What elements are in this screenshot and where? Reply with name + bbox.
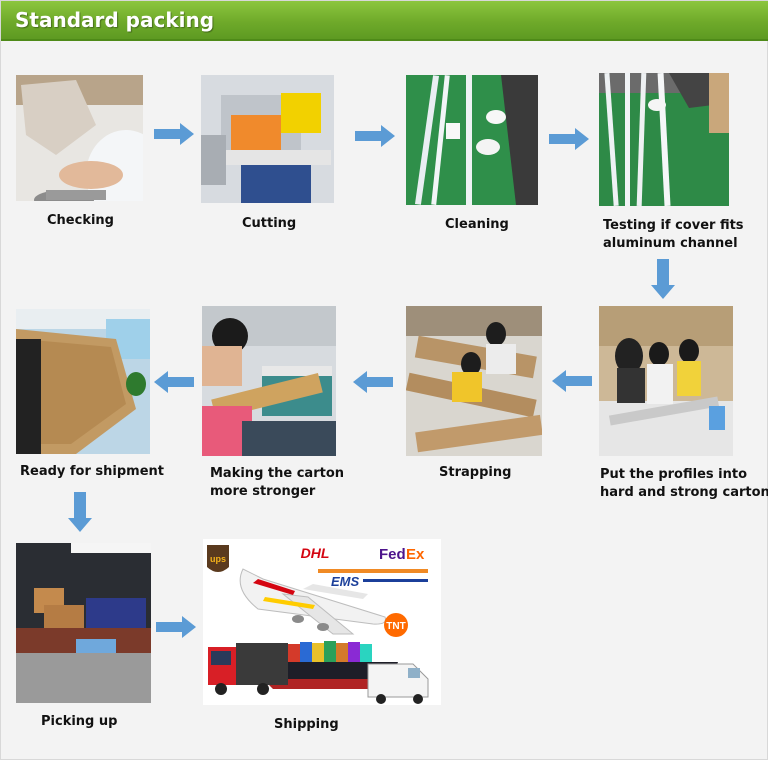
photo-picking [16, 543, 151, 703]
arrow-icon [68, 492, 92, 532]
page-title: Standard packing [15, 8, 215, 32]
tnt-logo: TNT [386, 621, 405, 632]
caption-cleaning: Cleaning [445, 217, 509, 232]
caption-ready: Ready for shipment [20, 464, 165, 479]
caption-profiles-1: Put the profiles into [600, 467, 748, 482]
caption-testing-1: Testing if cover fits [603, 218, 744, 233]
photo-checking [16, 75, 143, 201]
caption-checking: Checking [47, 213, 114, 228]
caption-carton-1: Making the carton [210, 466, 344, 481]
arrow-icon [154, 123, 194, 145]
photo-testing [599, 73, 729, 206]
header-bar: Standard packing [1, 1, 768, 41]
photo-cutting [201, 75, 334, 203]
photo-cleaning [406, 75, 538, 205]
photo-ready [16, 309, 150, 454]
arrow-icon [549, 128, 589, 150]
photo-shipping: ups DHL Fed Ex EMS TNT [203, 539, 441, 705]
caption-picking: Picking up [41, 714, 118, 729]
arrow-icon [552, 370, 592, 392]
arrow-icon [651, 259, 675, 299]
arrow-icon [154, 371, 194, 393]
arrow-icon [156, 616, 196, 638]
photo-profiles [599, 306, 733, 456]
fedex-logo-fed: Fed [379, 546, 406, 563]
ems-logo: EMS [331, 574, 360, 589]
photo-carton [202, 306, 336, 456]
caption-profiles-2: hard and strong carton [600, 485, 768, 500]
dhl-logo: DHL [301, 545, 330, 561]
caption-cutting: Cutting [242, 216, 297, 231]
caption-testing-2: aluminum channel [603, 236, 738, 251]
caption-shipping: Shipping [274, 717, 339, 732]
fedex-logo-ex: Ex [406, 546, 425, 563]
caption-carton-2: more stronger [210, 484, 316, 499]
ups-logo: ups [210, 554, 226, 564]
arrow-icon [353, 371, 393, 393]
arrow-icon [355, 125, 395, 147]
caption-strapping: Strapping [439, 465, 512, 480]
photo-strapping [406, 306, 542, 456]
